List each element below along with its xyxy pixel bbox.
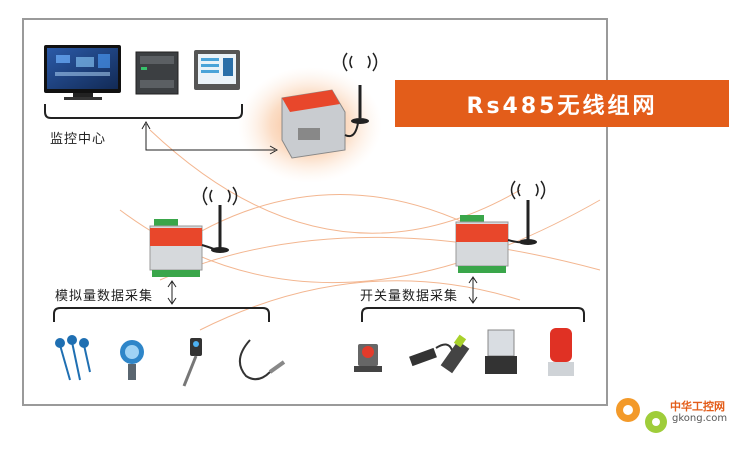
module-label-icon	[150, 228, 202, 246]
gateway-module	[281, 89, 346, 159]
analog-collector-module	[149, 219, 203, 277]
switch-collector-module	[455, 215, 509, 273]
switch-bracket	[361, 307, 585, 322]
switch-collect-label: 开关量数据采集	[360, 289, 459, 304]
scada-widget	[98, 54, 110, 68]
monitor-bracket	[44, 104, 243, 119]
scada-widget	[56, 55, 70, 63]
antenna-base-icon	[351, 118, 369, 124]
title-banner: Rs485无线组网	[395, 80, 729, 127]
analog-collect-label: 模拟量数据采集	[55, 289, 154, 304]
temperature-probe-icon	[55, 335, 91, 381]
watermark-gear-icon	[616, 398, 667, 433]
arrowhead-up-icon	[141, 120, 151, 130]
push-button-icon	[354, 344, 382, 372]
wifi-waves-icon	[342, 52, 378, 72]
proximity-switch-icon	[409, 343, 453, 367]
plc-led-icon	[141, 67, 147, 70]
watermark-cn: 中华工控网	[670, 400, 725, 413]
signal-arc	[199, 280, 521, 331]
wifi-waves-icon	[510, 180, 546, 200]
arrowhead-right-icon	[269, 145, 279, 155]
antenna-base-icon	[211, 247, 229, 253]
monitor-link-arrow	[145, 124, 275, 151]
switch-antenna	[507, 180, 546, 245]
signal-arc	[149, 129, 521, 234]
plc-device	[135, 51, 179, 95]
analog-double-arrow	[167, 280, 177, 305]
module-top-terminals	[154, 219, 178, 226]
module-bottom-terminals	[458, 266, 506, 273]
module-bottom-terminals	[152, 270, 200, 277]
antenna-cable-icon	[507, 239, 525, 244]
wifi-waves-icon	[202, 186, 238, 206]
analog-bracket	[53, 307, 270, 322]
monitor-center-label: 监控中心	[50, 132, 107, 147]
hmi-panel	[194, 50, 240, 90]
relay-icon	[485, 329, 517, 374]
cable-sensor-icon	[239, 339, 286, 381]
plc-terminal-icon	[140, 80, 174, 88]
analog-antenna	[201, 186, 238, 253]
gateway-top-icon	[282, 90, 340, 112]
pressure-transmitter-icon	[120, 340, 144, 380]
hmi-row-icon	[201, 70, 219, 73]
gateway-antenna	[342, 52, 378, 138]
module-label-icon	[456, 224, 508, 242]
antenna-base-icon	[519, 239, 537, 245]
antenna-cable-icon	[201, 244, 217, 251]
scada-widget	[55, 72, 110, 76]
module-top-terminals	[460, 215, 484, 222]
warning-light-icon	[548, 328, 574, 376]
hmi-row-icon	[201, 64, 219, 67]
switch-double-arrow	[468, 276, 478, 304]
hmi-row-icon	[201, 58, 219, 61]
antenna-cable-icon	[344, 122, 359, 138]
monitor-screen	[44, 45, 121, 100]
monitor-stand	[73, 93, 93, 98]
signal-arc	[169, 194, 481, 251]
plc-terminal-icon	[140, 56, 174, 64]
hmi-button-icon	[223, 58, 233, 76]
level-sensor-icon	[182, 338, 202, 387]
limit-switch-icon	[440, 334, 470, 374]
signal-arc	[159, 236, 601, 281]
watermark-url: gkong.com	[672, 413, 728, 424]
scada-widget	[76, 57, 94, 67]
monitor-base	[64, 97, 102, 100]
gateway-port-icon	[298, 128, 320, 140]
